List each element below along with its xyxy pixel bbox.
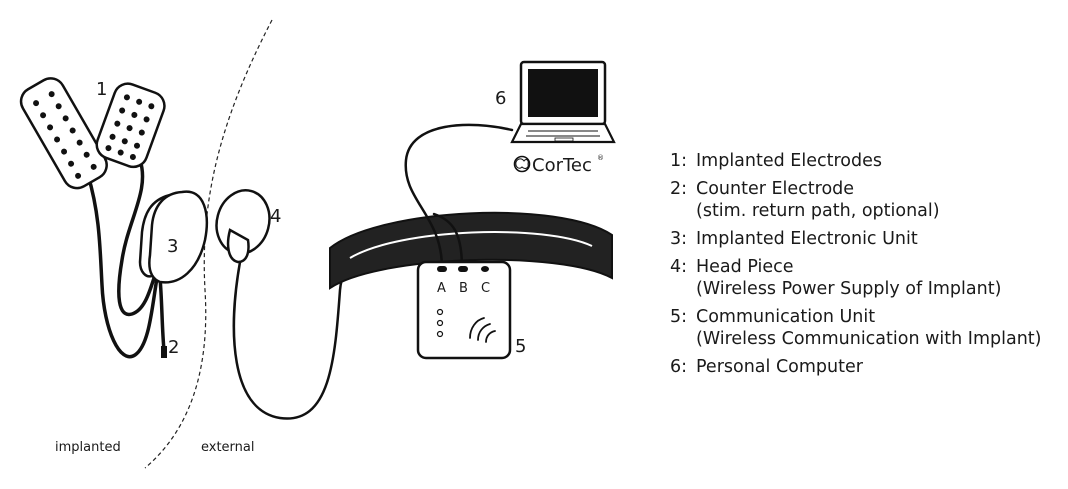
legend-text: Personal Computer xyxy=(696,357,863,377)
label-2: 2 xyxy=(168,337,179,358)
laptop-cable xyxy=(404,123,514,270)
electrode-cables xyxy=(86,158,166,359)
legend-text: Communication Unit xyxy=(696,307,876,327)
brand-registered-mark: ® xyxy=(597,154,604,162)
label-5: 5 xyxy=(515,336,526,357)
laptop-cable-b xyxy=(432,212,464,270)
legend-subtext: (Wireless Power Supply of Implant) xyxy=(696,279,1002,299)
status-led xyxy=(436,330,444,338)
legend-text: Counter Electrode xyxy=(696,179,855,199)
legend: 1: Implanted Electrodes 2: Counter Electro… xyxy=(670,150,1065,384)
status-led xyxy=(436,308,444,316)
implanted-electronic-unit xyxy=(138,190,209,284)
label-6: 6 xyxy=(495,88,506,109)
legend-subtext: (Wireless Communication with Implant) xyxy=(696,329,1042,349)
implanted-label: implanted xyxy=(55,440,121,455)
status-led xyxy=(436,319,444,327)
legend-item: 4: Head Piece (Wireless Power Supply of I… xyxy=(670,256,1065,300)
legend-number: 5: xyxy=(670,307,688,327)
legend-number: 2: xyxy=(670,179,688,199)
laptop xyxy=(510,60,616,144)
external-label: external xyxy=(201,440,255,455)
belt xyxy=(329,211,613,290)
legend-number: 3: xyxy=(670,229,688,249)
legend-item: 1: Implanted Electrodes xyxy=(670,150,1065,172)
implanted-electrode-right xyxy=(95,82,166,169)
port-c-label: C xyxy=(481,281,490,296)
port-a-label: A xyxy=(437,281,446,296)
label-4: 4 xyxy=(270,206,281,227)
wireless-icon xyxy=(469,317,496,343)
implant-boundary-line xyxy=(144,19,273,469)
label-1: 1 xyxy=(96,79,107,100)
legend-text: Head Piece xyxy=(696,257,794,277)
legend-number: 6: xyxy=(670,357,688,377)
port-b-label: B xyxy=(459,281,468,296)
head-piece xyxy=(215,189,271,264)
brand-name: CorTec xyxy=(532,155,592,176)
label-3: 3 xyxy=(167,236,178,257)
cortec-logo: CorTec ® xyxy=(513,154,604,176)
legend-item: 5: Communication Unit (Wireless Communica… xyxy=(670,306,1065,350)
legend-text: Implanted Electrodes xyxy=(696,151,882,171)
implanted-electrode-left xyxy=(19,77,108,190)
legend-item: 3: Implanted Electronic Unit xyxy=(670,228,1065,250)
legend-item: 2: Counter Electrode (stim. return path, … xyxy=(670,178,1065,222)
communication-unit xyxy=(416,260,512,360)
legend-number: 4: xyxy=(670,257,688,277)
legend-number: 1: xyxy=(670,151,688,171)
legend-subtext: (stim. return path, optional) xyxy=(696,201,940,221)
legend-text: Implanted Electronic Unit xyxy=(696,229,918,249)
legend-item: 6: Personal Computer xyxy=(670,356,1065,378)
